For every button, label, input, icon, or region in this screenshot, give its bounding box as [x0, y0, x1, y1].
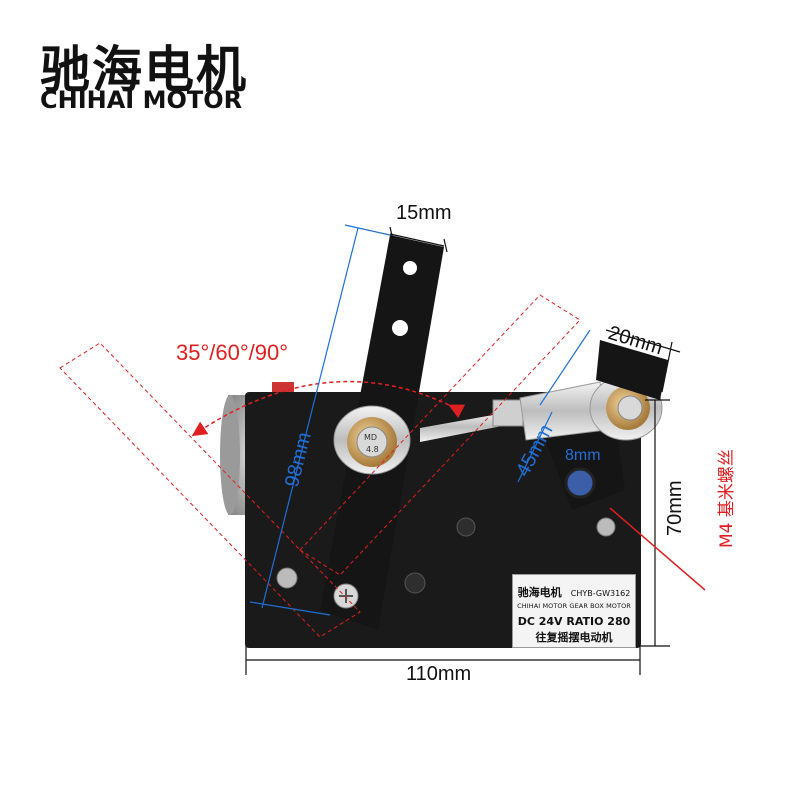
- dimension-arm-width: 15mm: [396, 202, 452, 224]
- brand-name-en: CHIHAI MOTOR: [40, 86, 243, 114]
- plate-brand-en: CHIHAI MOTOR GEAR BOX MOTOR: [517, 602, 631, 610]
- dimension-shaft-diameter: 8mm: [565, 447, 601, 464]
- swing-envelope: [59, 294, 581, 638]
- rod-end-marking-line2: 4.8: [366, 445, 379, 454]
- rod-end-marking-line1: MD: [364, 433, 377, 442]
- brand-name-cn: 驰海电机: [40, 41, 248, 99]
- screw-note: M4 基米螺丝: [717, 449, 737, 548]
- dimension-width: 110mm: [406, 663, 472, 685]
- swing-arc-arrow: [191, 380, 466, 437]
- product-label-plate: 驰海电机 CHYB-GW3162 CHIHAI MOTOR GEAR BOX M…: [512, 574, 636, 648]
- black-dimension-lines: [245, 226, 681, 675]
- plate-screws: [276, 517, 616, 594]
- blue-dimension-lines: [249, 224, 591, 616]
- m4-leader-line: [609, 507, 706, 591]
- plate-spec: DC 24V RATIO 280: [517, 615, 631, 628]
- crank: [545, 420, 625, 510]
- rod-end-right: [589, 340, 668, 441]
- plate-brand-cn: 驰海电机: [517, 586, 562, 599]
- plate-model: CHYB-GW3162: [570, 589, 631, 598]
- swing-angle-label: 35°/60°/90°: [176, 340, 289, 365]
- plate-type-cn: 往复摇摆电动机: [535, 631, 613, 644]
- dimension-height: 70mm: [664, 480, 686, 536]
